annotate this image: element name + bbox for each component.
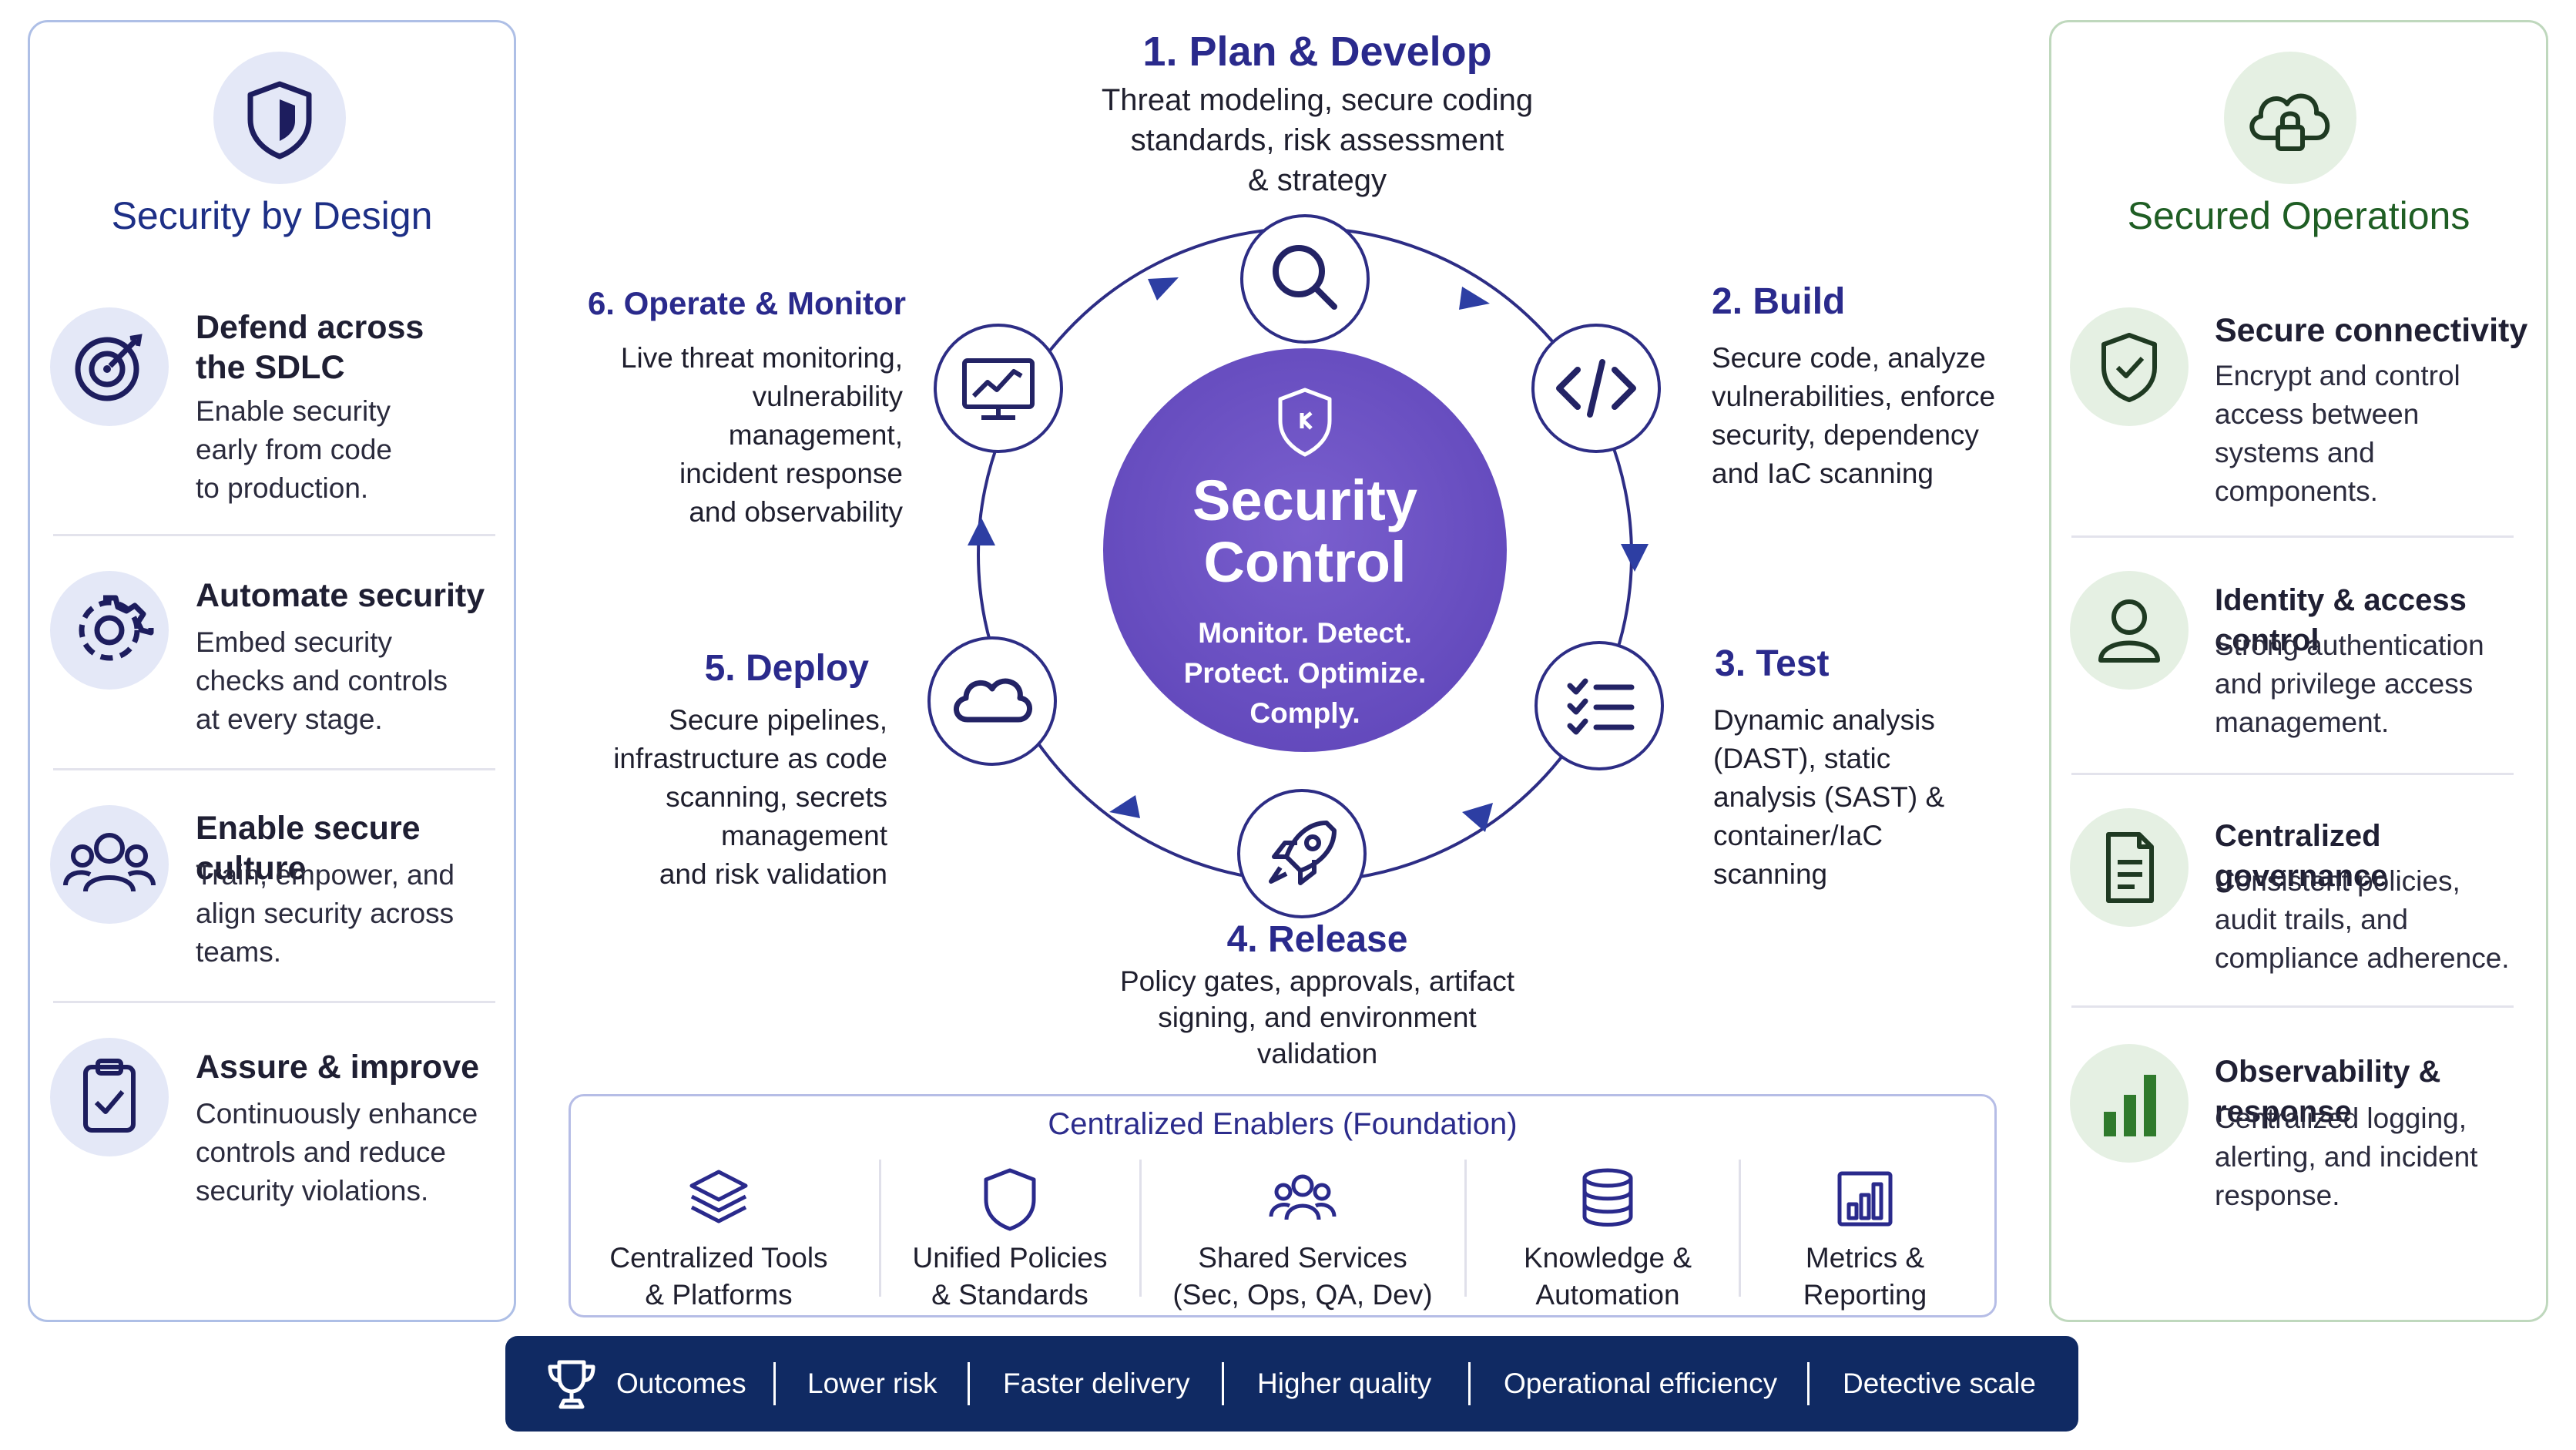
cycle-arrow (1109, 795, 1140, 818)
foundation-title: Centralized Enablers (Foundation) (1048, 1107, 1518, 1141)
step-title: 5. Deploy (704, 648, 869, 689)
foundation-panel: Centralized Enablers (Foundation) Centra… (569, 1094, 1997, 1317)
team-icon (1269, 1174, 1337, 1220)
item-title: Enable secure culture (196, 810, 421, 887)
step-title: 6. Operate & Monitor (587, 285, 906, 321)
cloud-lock-icon (2224, 52, 2356, 184)
step-title: 3. Test (1715, 643, 1830, 684)
item-title: Centralized governance (2215, 819, 2388, 893)
checklist-icon (1535, 641, 1664, 770)
item-title: Observability & response (2215, 1055, 2441, 1129)
secured-operations-panel: Secured Operations Secure connectivity E… (2049, 20, 2548, 1322)
outcome-item: Faster delivery (1003, 1368, 1190, 1399)
bar-chart-icon (2070, 1044, 2189, 1163)
report-chart-icon (1837, 1171, 1893, 1227)
panel-title: Secured Operations (2127, 194, 2470, 237)
foundation-label: Metrics &Reporting (1803, 1242, 1927, 1311)
divider (53, 768, 495, 770)
trophy-icon (548, 1360, 595, 1409)
foundation-label: Knowledge &Automation (1523, 1242, 1692, 1311)
outcome-label: Outcomes (616, 1368, 746, 1399)
separator (1739, 1160, 1741, 1297)
separator (1468, 1362, 1471, 1405)
cycle-arrow (1459, 287, 1490, 310)
step-title: 4. Release (1226, 919, 1408, 960)
separator (879, 1160, 881, 1297)
divider (53, 1001, 495, 1003)
shield-outline-icon (984, 1168, 1036, 1231)
outcome-item: Higher quality (1257, 1368, 1432, 1399)
cycle-arrow (1462, 803, 1493, 832)
divider (53, 534, 495, 536)
separator (773, 1362, 776, 1405)
layers-icon (689, 1170, 748, 1223)
item-title: Secure connectivity (2215, 312, 2528, 349)
foundation-item: Centralized Tools& Platforms (579, 1155, 859, 1311)
separator (1222, 1362, 1224, 1405)
clipboard-check-icon (50, 1038, 169, 1156)
foundation-label: Unified Policies& Standards (912, 1242, 1108, 1311)
magnifier-icon (1240, 214, 1370, 344)
item-title: Identity & access control (2215, 583, 2467, 657)
separator (1807, 1362, 1810, 1405)
foundation-item: Shared Services(Sec, Ops, QA, Dev) (1149, 1155, 1457, 1311)
gear-icon (50, 571, 169, 690)
outcome-item: Operational efficiency (1504, 1368, 1778, 1399)
divider (2071, 773, 2514, 775)
cycle-arrow (968, 518, 995, 545)
shield-logo-icon (1274, 385, 1336, 459)
foundation-label: Centralized Tools& Platforms (609, 1242, 828, 1311)
outcome-item: Lower risk (807, 1368, 937, 1399)
item-description: Centralized logging,alerting, and incide… (2215, 1103, 2478, 1211)
target-icon (50, 307, 169, 426)
item-title: Automate security (196, 577, 485, 614)
item-title: Assure & improve (196, 1049, 480, 1086)
cycle-arrow (1621, 544, 1649, 572)
separator (1139, 1160, 1142, 1297)
center-subtitle: Monitor. Detect.Protect. Optimize.Comply… (1183, 617, 1427, 729)
shield-icon (213, 52, 346, 184)
foundation-item: Unified Policies& Standards (894, 1155, 1125, 1311)
shield-check-icon (2070, 307, 2189, 426)
monitor-chart-icon (934, 324, 1063, 453)
rocket-icon (1237, 789, 1367, 918)
code-icon (1531, 324, 1661, 453)
database-icon (1582, 1168, 1633, 1227)
separator (1464, 1160, 1467, 1297)
step-title: 2. Build (1712, 281, 1846, 322)
people-icon (50, 805, 169, 924)
outcome-item: Detective scale (1843, 1368, 2036, 1399)
user-icon (2070, 571, 2189, 690)
divider (2071, 535, 2514, 538)
cloud-icon (927, 636, 1057, 766)
foundation-item: Metrics &Reporting (1749, 1155, 1981, 1311)
cycle-arrow (1148, 277, 1179, 300)
foundation-label: Shared Services(Sec, Ops, QA, Dev) (1172, 1242, 1433, 1311)
panel-title: Security by Design (111, 194, 433, 237)
foundation-item: Knowledge &Automation (1477, 1155, 1739, 1311)
step-title: 1. Plan & Develop (1142, 29, 1492, 75)
divider (2071, 1005, 2514, 1008)
document-icon (2070, 808, 2189, 927)
outcomes-bar: Outcomes Lower risk Faster delivery High… (505, 1336, 2078, 1432)
separator (968, 1362, 970, 1405)
